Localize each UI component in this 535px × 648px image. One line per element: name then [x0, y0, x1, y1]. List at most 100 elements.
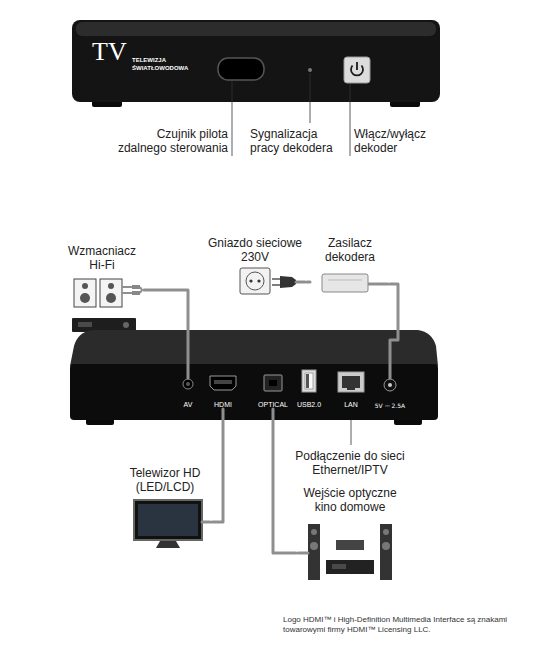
- decoder-front: [72, 20, 440, 102]
- rca-cable: [122, 292, 132, 294]
- remote-sensor: [218, 58, 264, 80]
- logo-text: TV: [92, 38, 130, 67]
- hdmi-port: [210, 376, 236, 390]
- decoder-rear: [70, 364, 438, 420]
- logo-text: TELEWIZJA ŚWIATŁOWODOWA: [132, 57, 196, 73]
- node-text: Gniazdo sieciowe 230V: [203, 236, 307, 265]
- hdmi-cable-end: [202, 521, 210, 524]
- decoder-rear: [70, 330, 438, 425]
- home-cinema: [336, 540, 364, 550]
- speaker-icon: [100, 279, 122, 307]
- callout-text: Czujnik pilota zdalnego sterowania: [112, 127, 228, 156]
- home-cinema: [326, 560, 374, 574]
- lan-port: [342, 376, 360, 390]
- power-cord: [368, 283, 388, 286]
- wall-socket: [249, 279, 252, 282]
- av-jack: [186, 382, 190, 386]
- speaker-icon: [80, 293, 90, 303]
- home-cinema: [332, 564, 346, 569]
- power-supply: [322, 274, 368, 292]
- node-text: OPTICAL: [258, 401, 288, 409]
- tv-set: [134, 500, 202, 548]
- optical-cable-end: [298, 552, 308, 555]
- home-cinema: [310, 542, 318, 550]
- socket-box: Gniazdo sieciowe 230V: [203, 236, 307, 296]
- callout-text: Sygnalizacja pracy dekodera: [250, 127, 342, 156]
- power-plug: [272, 278, 280, 280]
- amplifier-unit: [78, 322, 92, 327]
- optical-port: [264, 375, 282, 391]
- lan-port: [338, 372, 364, 392]
- home-cinema: [308, 524, 392, 580]
- port-box: OPTICAL: [255, 375, 291, 409]
- decoder-front: [76, 22, 436, 36]
- wall-socket: [240, 268, 270, 294]
- dc-jack: [384, 379, 396, 391]
- home-cinema: [308, 524, 320, 580]
- rca-cable: [122, 286, 132, 288]
- node-text: 5V ⎓ 2.5A: [375, 402, 405, 409]
- cable-connector: [390, 284, 398, 378]
- power-plug: [272, 276, 296, 288]
- node-text: HDMI: [214, 401, 232, 409]
- status-led: [308, 68, 312, 72]
- home-cinema: [380, 524, 392, 580]
- home-cinema: [383, 529, 389, 535]
- callout-text: Włącz/wyłącz dekoder: [354, 127, 434, 156]
- hdmi-port: [214, 380, 232, 384]
- status-led: [308, 68, 312, 72]
- lan-port: [338, 372, 364, 392]
- rca-plug: [132, 285, 140, 295]
- node-text: Wejście optyczne kino domowe: [296, 486, 404, 515]
- callout-text: Podłączenie do sieci Ethernet/IPTV: [290, 449, 410, 478]
- cable-connector: [307, 281, 310, 284]
- rca-plug: [132, 285, 140, 289]
- usb-port: [302, 370, 316, 392]
- decoder-rear: [70, 330, 438, 366]
- av-jack: [183, 379, 193, 389]
- node-text: Telewizor HD (LED/LCD): [118, 466, 212, 495]
- node-text: USB2.0: [297, 401, 321, 409]
- tv-set: [134, 500, 202, 540]
- port-box: 5V ⎓ 2.5A: [370, 378, 410, 409]
- node-text: Zasilacz dekodera: [310, 236, 390, 265]
- optical-port: [269, 380, 277, 386]
- node-text: Wzmacniacz Hi-Fi: [60, 244, 144, 273]
- speaker-icon: [74, 279, 96, 307]
- tv-set: [138, 504, 198, 536]
- rca-cable: [140, 287, 142, 293]
- wall-socket: [257, 279, 260, 282]
- wall-socket: [240, 268, 270, 294]
- cinema-box: Wejście optyczne kino domowe: [296, 486, 404, 584]
- power-supply: [322, 274, 368, 292]
- power-supply-box: Zasilacz dekodera: [310, 236, 390, 296]
- cable-connector: [144, 290, 188, 378]
- power-cord: [296, 281, 305, 284]
- port-box: USB2.0: [295, 370, 323, 409]
- cable-connector: [273, 409, 296, 553]
- power-supply: [328, 280, 362, 281]
- amplifier-unit: [123, 322, 129, 328]
- wall-socket: [246, 272, 264, 290]
- home-cinema: [382, 542, 390, 550]
- node-text: AV: [184, 401, 193, 409]
- tv-set: [156, 541, 180, 548]
- av-jack: [183, 379, 193, 389]
- port-box: LAN: [337, 372, 365, 409]
- amplifier-unit: [72, 318, 136, 332]
- speaker-icon: [106, 293, 116, 303]
- usb-port: [306, 374, 309, 388]
- rca-plug: [132, 291, 140, 295]
- amplifier-box: Wzmacniacz Hi-Fi: [60, 244, 144, 334]
- footnote-text: Logo HDMI™ i High-Definition Multimedia …: [283, 615, 508, 636]
- dc-jack: [388, 383, 392, 387]
- node-text: LAN: [344, 401, 358, 409]
- speaker-icon: [74, 279, 122, 307]
- power-plug: [280, 276, 296, 288]
- speaker-icon: [82, 283, 88, 289]
- home-cinema: [311, 529, 317, 535]
- speaker-icon: [108, 283, 114, 289]
